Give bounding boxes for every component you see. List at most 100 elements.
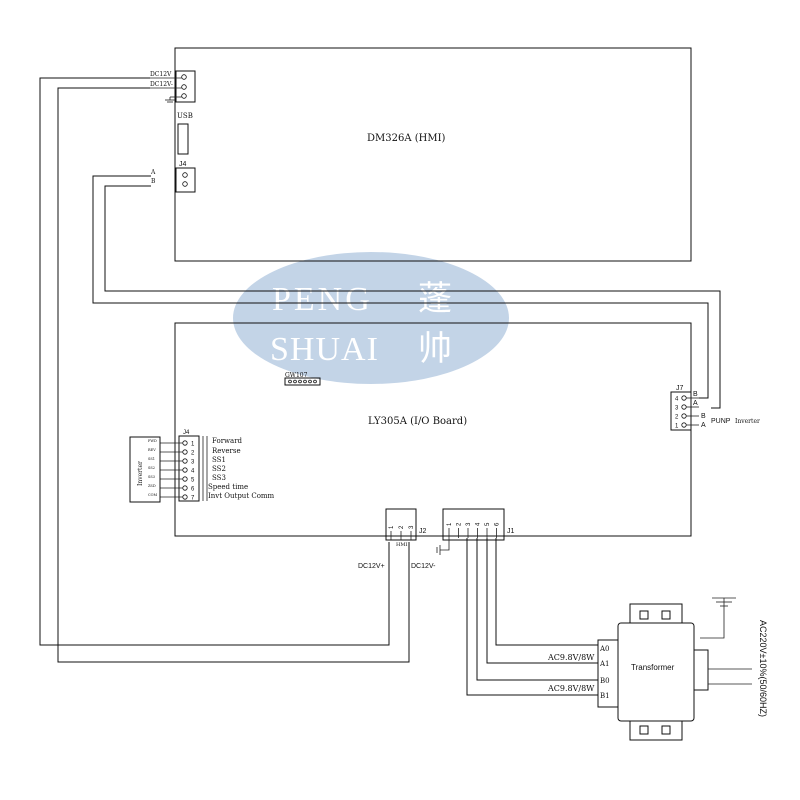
tap-label: B1 [600,692,610,700]
j1-pin-number: 6 [495,522,501,526]
hmi-j4-pin [182,181,188,187]
j7-connector [670,391,692,431]
io-j4-pin [182,458,188,464]
tap-label: A1 [599,660,610,668]
ac-label-a: AC9.8V/8W [547,653,595,662]
io-j4-pin [182,485,188,491]
io-j4-pin-number: 5 [191,478,195,484]
mount-hole [639,610,649,620]
j1-pin-number: 1 [447,522,453,526]
wire-a [92,175,709,399]
j7-pin-number: 1 [675,424,679,430]
hmi-j4-label: J4 [179,161,187,168]
j2-pin-number: 1 [389,525,395,529]
transformer-mount-bottom [629,720,683,741]
transformer: A0 A1 B0 B1 Transformer [597,603,709,741]
transformer-output-block [693,649,709,691]
io-j4-pin-number: 1 [191,442,195,448]
io-j4-small-label: COM [148,493,158,497]
hmi-title: DM326A (HMI) [367,133,446,144]
ac-wires [466,538,598,696]
watermark-text-1: PENG [272,281,373,318]
j7-pin [681,404,687,410]
j7-signal-label: B [701,413,706,420]
gw-pin [298,379,302,384]
mount-hole [661,725,671,735]
io-j4-function: Reverse [212,447,241,455]
io-j4-small-label: SS1 [148,457,155,461]
j2-sub-label: HMI [396,542,407,548]
j1-connector [442,508,505,541]
wire-b1 [466,538,598,696]
hmi-j4-pin-label: A [150,169,156,176]
j7-signal-label: A [701,422,706,429]
io-j4-label: J4 [183,430,190,436]
transformer-body [617,622,695,722]
hmi-power-pin [181,74,187,80]
j7-pin [681,422,687,428]
wires-dc12v [39,77,410,663]
hmi-board-outline [174,47,692,262]
j7-pin-number: 4 [675,397,679,403]
io-j4-pin-number: 4 [191,469,195,475]
io-title: LY305A (I/O Board) [368,416,467,427]
j1-gnd-wire [440,538,450,551]
usb-port [177,123,189,155]
io-j4-pin-number: 3 [191,460,195,466]
hmi-power-pin [181,93,187,99]
io-j4-pin-number: 7 [191,496,195,502]
gw-pin [313,379,317,384]
j7-signal-label: B [693,391,698,398]
j2-label: J2 [419,528,427,535]
io-j4-small-label: FWD [148,439,157,443]
j1-pin-number: 3 [466,522,472,526]
hmi-board: DM326A (HMI) DC12V DC12V- USB J4 A B [150,47,692,262]
io-j4-pin [182,494,188,500]
dc-plus-label: DC12V+ [358,563,385,570]
mains-wires [700,597,752,685]
wire-b0 [476,538,598,681]
watermark-text-2: SHUAI [270,331,379,368]
wire-dc12v-minus [57,87,410,663]
j2-pin-number: 3 [409,525,415,529]
io-j4-function: SS3 [212,474,226,482]
tap-label: A0 [599,645,610,653]
watermark: PENG 蓬 SHUAI 帅 [233,252,509,384]
watermark-ellipse [233,252,509,384]
io-j4-pin [182,476,188,482]
j7-pin-number: 2 [675,415,679,421]
io-j4-function: Invt Output Comm [208,492,275,500]
gw-pin [293,379,297,384]
hmi-power-pin [181,84,187,90]
io-j4-function: SS2 [212,465,226,473]
wire-dc12v [39,77,390,646]
dc-minus-label: DC12V- [411,563,436,570]
inverter-block-label: Inverter [137,461,144,486]
watermark-cn-2: 帅 [418,329,452,369]
io-j4-small-label: ZSD [148,484,156,488]
j7-inverter-label: Inverter [735,418,760,425]
wire-a0 [495,538,598,646]
usb-label: USB [177,112,193,120]
io-j4-pin-number: 2 [191,451,195,457]
j1-pin-number: 4 [476,522,482,526]
io-j4-small-label: REV [148,448,156,452]
io-j4-function: Speed time [208,483,248,491]
j7-pin [681,395,687,401]
j7-signal-label: A [693,400,698,407]
io-j4-small-label: SS2 [148,466,155,470]
mains-label: AC220V±10%(50/60HZ) [758,620,768,717]
j2-pin-number: 2 [399,525,405,529]
watermark-cn-1: 蓬 [418,279,452,319]
transformer-mount-top [629,603,683,624]
tap-label: B0 [600,677,610,685]
gw-pins [288,379,317,384]
hmi-j4-connector [175,167,196,193]
gw-pin [288,379,292,384]
io-j4-pin [182,440,188,446]
